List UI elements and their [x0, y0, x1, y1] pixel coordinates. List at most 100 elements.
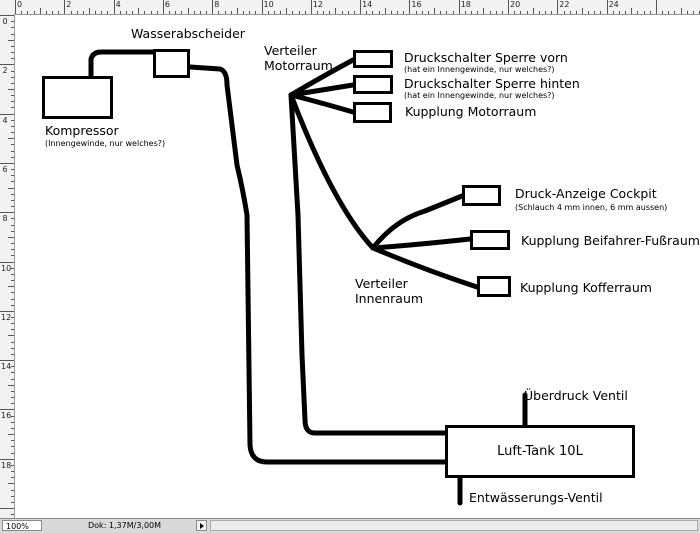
ruler-tick: [575, 11, 577, 14]
ruler-tick: [11, 175, 14, 177]
hose-innenraum-beifahrer: [370, 236, 473, 251]
druckschalter-hinten-box: [353, 75, 393, 94]
druck-anzeige-box: [462, 185, 501, 206]
ruler-tick: [643, 11, 645, 14]
ruler-tick: [181, 11, 183, 14]
ruler-tick: [631, 8, 633, 14]
ruler-tick: [606, 0, 608, 14]
ruler-tick: [483, 8, 485, 14]
verteiler-motorraum-label-1: Verteiler: [264, 43, 317, 58]
hose-innenraum-kofferraum: [370, 245, 480, 290]
ruler-tick: [686, 11, 688, 14]
ruler-tick: [21, 11, 23, 14]
ruler-tick: [11, 82, 14, 84]
ruler-tick: [101, 11, 103, 14]
ruler-tick: [119, 11, 121, 14]
ruler-tick: [501, 11, 503, 14]
ruler-tick: [403, 11, 405, 14]
ruler-tick: [255, 11, 257, 14]
horizontal-scrollbar[interactable]: [210, 520, 698, 531]
hose-tank-verteiler-motorraum: [288, 92, 450, 436]
ruler-tick: [618, 11, 620, 14]
ruler-tick: [0, 360, 14, 362]
ruler-tick: [520, 11, 522, 14]
ruler-tick: [11, 317, 14, 318]
status-menu-arrow-icon[interactable]: [196, 520, 207, 531]
ruler-tick: [662, 11, 664, 14]
ruler-tick: [292, 11, 294, 14]
druckschalter-hinten-sublabel: (hat ein Innengewinde, nur welches?): [404, 91, 555, 100]
ruler-tick: [286, 8, 288, 14]
zoom-level-field[interactable]: 100%: [2, 520, 42, 531]
ruler-tick: [434, 8, 435, 14]
ruler-tick: [11, 218, 14, 220]
ruler-tick: [11, 378, 14, 380]
ruler-tick: [347, 11, 349, 14]
ruler-tick: [495, 11, 497, 14]
ruler-tick: [8, 384, 14, 386]
ruler-tick: [11, 156, 14, 158]
ruler-tick: [11, 243, 14, 244]
ruler-tick: [169, 11, 171, 14]
ruler-tick: [267, 11, 269, 14]
ruler-tick: [11, 169, 14, 171]
ruler-tick: [11, 298, 14, 300]
ruler-tick: [612, 11, 614, 14]
ruler-tick: [557, 0, 559, 14]
ruler-tick: [11, 489, 14, 491]
ruler-tick: [11, 397, 14, 399]
ruler-tick: [273, 11, 275, 14]
ruler-tick: [489, 11, 491, 14]
ruler-number: 6: [164, 0, 170, 9]
ruler-tick: [132, 11, 134, 14]
ruler-tick: [452, 11, 454, 14]
ruler-tick: [11, 76, 14, 78]
ruler-tick: [11, 199, 14, 201]
hose-wasserabscheider-tank: [187, 64, 450, 465]
ruler-tick: [11, 249, 14, 251]
ruler-tick: [11, 132, 14, 134]
hose-motorraum-druckschalter-hinten: [288, 82, 356, 98]
ruler-tick: [600, 11, 602, 14]
ruler-number: 12: [312, 0, 323, 9]
ruler-tick: [212, 0, 214, 14]
ruler-tick: [138, 8, 140, 14]
ruler-number: 22: [559, 0, 570, 9]
kupplung-beifahrer-label: Kupplung Beifahrer-Fußraum: [521, 233, 700, 248]
ruler-tick: [0, 261, 14, 263]
ruler-number: 0: [17, 0, 23, 9]
ruler-tick: [581, 8, 583, 14]
ruler-tick: [11, 27, 14, 29]
ruler-number: 2: [2, 66, 8, 76]
druck-anzeige-label: Druck-Anzeige Cockpit: [515, 186, 657, 201]
ruler-tick: [11, 514, 14, 516]
verteiler-innenraum-label-1: Verteiler: [355, 276, 408, 291]
ruler-tick: [11, 390, 14, 392]
ruler-tick: [125, 11, 127, 14]
ruler-number: 14: [1, 362, 12, 372]
ruler-tick: [637, 11, 639, 14]
kupplung-kofferraum-label: Kupplung Kofferraum: [520, 280, 652, 295]
kompressor-sublabel: (Innengewinde, nur welches?): [45, 139, 166, 148]
ruler-tick: [11, 70, 14, 72]
ruler-tick: [11, 107, 14, 109]
ruler-tick: [150, 11, 152, 14]
ruler-tick: [11, 477, 14, 479]
druckschalter-hinten-label: Druckschalter Sperre hinten: [404, 76, 580, 91]
ruler-tick: [11, 341, 14, 343]
ruler-tick: [551, 11, 553, 14]
ruler-number: 10: [1, 263, 12, 273]
ruler-tick: [11, 323, 14, 325]
ruler-tick: [532, 8, 534, 14]
luft-tank-box: Luft-Tank 10L: [445, 425, 635, 478]
ruler-tick: [563, 11, 565, 14]
ruler-number: 2: [66, 0, 72, 9]
ueberdruck-ventil-label: Überdruck Ventil: [524, 388, 628, 403]
hose-motorraum-verteiler-innenraum: [288, 92, 376, 251]
ruler-tick: [692, 11, 694, 14]
ruler-tick: [261, 0, 263, 14]
ruler-tick: [569, 11, 571, 14]
ruler-tick: [11, 471, 14, 472]
